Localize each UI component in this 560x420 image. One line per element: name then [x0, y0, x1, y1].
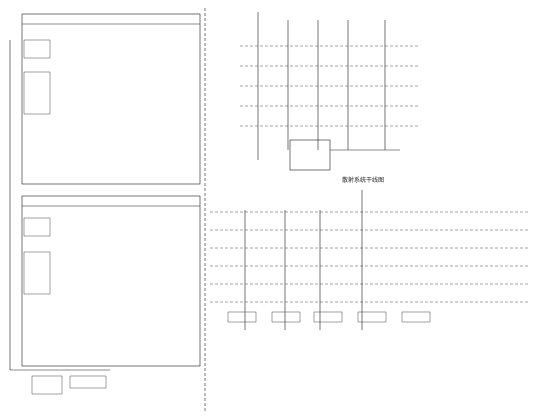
distribution-panel-schedule-lower	[21, 195, 201, 367]
trunk-line-diagram	[210, 190, 530, 330]
distribution-panel-schedule-upper	[21, 13, 201, 185]
riser-diagram-title: 散射系统干线图	[342, 176, 384, 184]
main-incoming-feeder	[9, 40, 110, 395]
riser-diagram	[240, 12, 420, 171]
